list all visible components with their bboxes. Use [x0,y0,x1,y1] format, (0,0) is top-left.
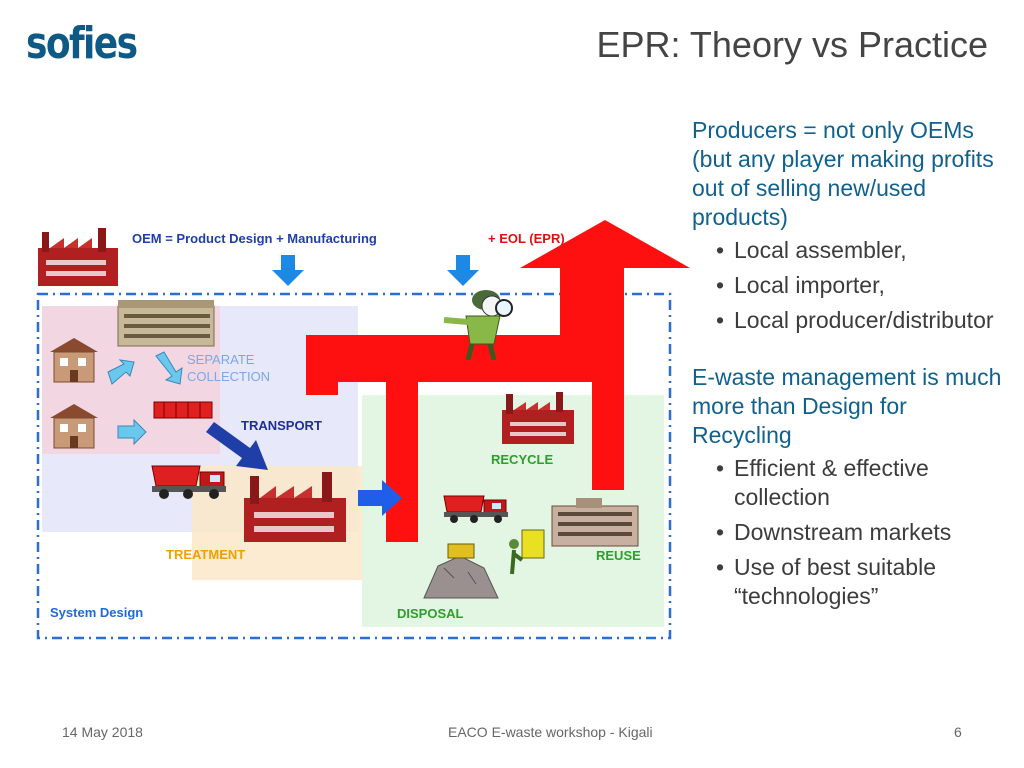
ewaste-paragraph: E-waste management is much more than Des… [692,364,1002,448]
epr-diagram [36,220,690,640]
text-panel: Producers = not only OEMs (but any playe… [692,116,1002,617]
ewaste-bullets: Efficient & effective collection Downstr… [692,454,1002,611]
treatment-label: TREATMENT [166,547,246,562]
separate-collection-label: SEPARATE COLLECTION [187,352,271,384]
collection-bin-icon [153,401,213,419]
bullet-item: Local producer/distributor [716,306,1002,335]
office-building-icon [117,300,215,347]
transport-label: TRANSPORT [241,418,322,433]
page-number: 6 [954,724,962,740]
factory-icon-recycle [502,392,574,444]
disposal-label: DISPOSAL [397,606,464,621]
footer-date: 14 May 2018 [62,724,143,740]
bullet-item: Downstream markets [716,518,1002,547]
disposal-pile-icon [423,543,499,599]
producers-paragraph: Producers = not only OEMs (but any playe… [692,117,994,230]
transport-arrow [206,422,268,470]
factory-icon-center [244,472,346,542]
truck-icon-left [151,465,226,499]
truck-icon-right [443,495,508,523]
producers-bullets: Local assembler, Local importer, Local p… [692,236,1002,335]
oem-down-arrow [272,255,304,286]
bullet-item: Efficient & effective collection [716,454,1002,512]
sofies-logo: sofies [26,18,138,69]
oem-label: OEM = Product Design + Manufacturing [132,231,377,246]
red-flow-arrow [306,220,690,542]
recycle-label: RECYCLE [491,452,554,467]
recycle-arrow [358,480,402,516]
system-boundary [36,292,672,640]
reuse-label: REUSE [596,548,641,563]
house-arrow-1 [107,359,135,385]
footer-event: EACO E-waste workshop - Kigali [448,724,653,740]
house-icon-1 [50,338,98,383]
reuse-building-icon [551,498,639,547]
building-arrow [155,351,183,385]
inspector-icon [443,290,513,361]
factory-icon-top [38,228,118,286]
eol-down-arrow [447,255,479,286]
eol-label: + EOL (EPR) [488,231,565,246]
worker-icon [509,529,545,575]
system-design-label: System Design [50,605,144,620]
bullet-item: Local assembler, [716,236,1002,265]
house-icon-2 [50,404,98,449]
bullet-item: Use of best suitable “technologies” [716,553,1002,611]
slide-title: EPR: Theory vs Practice [596,24,988,65]
house-arrow-2 [117,418,147,446]
bullet-item: Local importer, [716,271,1002,300]
